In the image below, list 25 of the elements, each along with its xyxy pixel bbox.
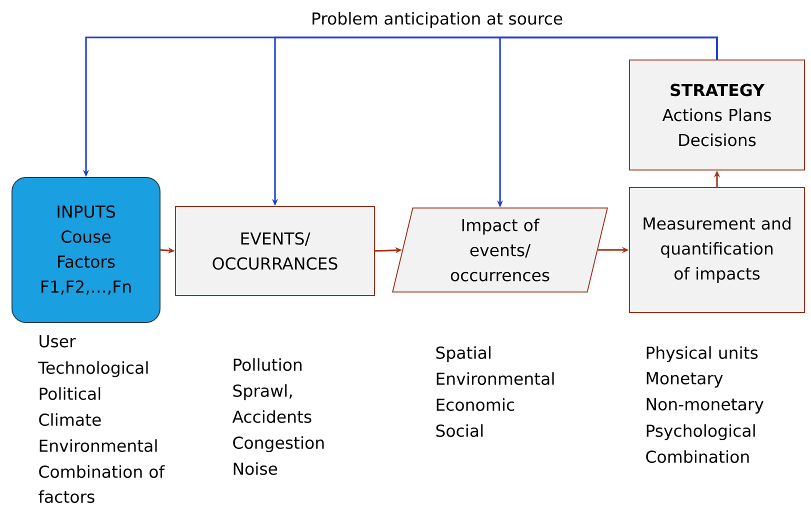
input-box: INPUTS Couse Factors F1,F2,…,Fn: [12, 176, 160, 323]
list-item: Social: [436, 424, 483, 437]
list-item: Technological: [38, 361, 148, 378]
list-item: Accidents: [232, 410, 312, 423]
list-item: Sprawl,: [233, 384, 292, 400]
list-item: Physical units: [646, 346, 758, 362]
list-item: User: [40, 335, 76, 348]
process-box: Measurement and quantification of impacts: [629, 186, 805, 313]
list-item: Spatial: [436, 346, 490, 362]
title-label: Problem anticipation at source: [312, 12, 562, 28]
list-item: Environmental: [436, 372, 554, 385]
list-item: Pollution: [234, 358, 302, 371]
list-item: Monetary: [646, 372, 723, 388]
process-box: EVENTS/ OCCURRANCES: [175, 206, 375, 296]
list-item: Congestion: [233, 436, 324, 452]
list-item: Political: [40, 387, 100, 400]
list-item: Combination of factors: [38, 465, 165, 503]
list-item: Economic: [436, 398, 514, 411]
list-item: Non-monetary: [646, 398, 764, 414]
list-item: Combination: [646, 450, 749, 463]
strategy-box: STRATEGY Actions Plans Decisions: [629, 59, 805, 170]
list-item: Climate: [39, 413, 101, 426]
list-item: Psychological: [646, 424, 755, 440]
list-item: Noise: [234, 462, 278, 475]
list-item: Environmental: [40, 439, 157, 452]
